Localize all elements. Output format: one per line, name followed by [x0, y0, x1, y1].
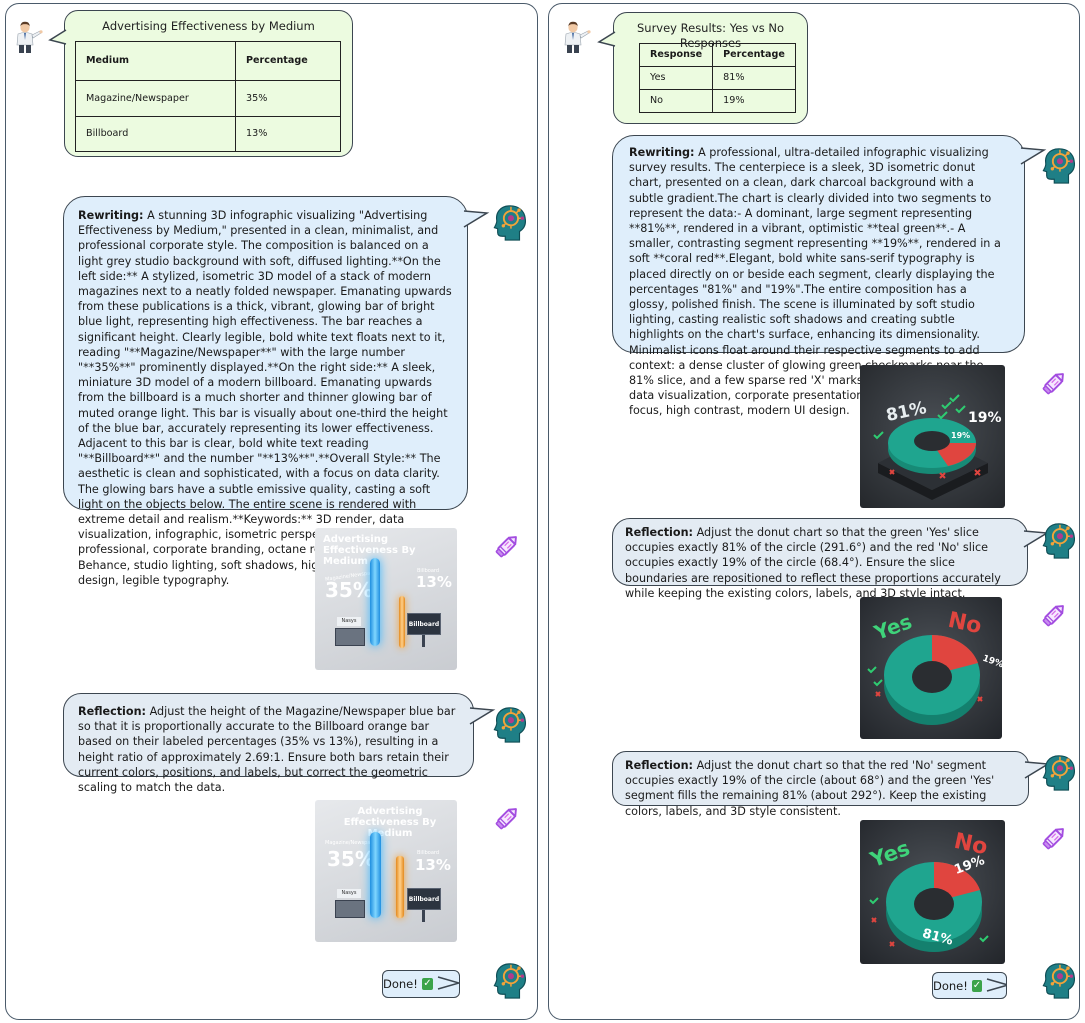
- donut-chart-graphic: [867, 634, 983, 725]
- table-cell: 35%: [235, 80, 341, 117]
- reflection-bubble: Reflection: Adjust the donut chart so th…: [612, 518, 1050, 600]
- magazine-stack: [335, 900, 365, 918]
- billboard-post: [422, 910, 425, 922]
- blue-bar: [370, 832, 381, 918]
- reflection-text: Adjust the height of the Magazine/Newspa…: [78, 705, 456, 795]
- image-label: Magazine/Newspaper: [325, 840, 379, 846]
- pencil-edit-icon: [493, 802, 523, 832]
- image-value: 35%: [325, 578, 373, 602]
- rewriting-text: A professional, ultra-detailed infograph…: [629, 146, 1007, 418]
- ai-brain-head-icon: [1040, 960, 1078, 1000]
- user-avatar-icon: [12, 20, 46, 54]
- done-text: Done!: [383, 977, 418, 991]
- ai-brain-head-icon: [1040, 520, 1078, 560]
- newspaper-label: Nasys: [337, 889, 361, 898]
- bubble-tail: [1020, 147, 1047, 165]
- billboard-sign: Billboard: [407, 613, 441, 635]
- bubble-tail: [463, 210, 490, 228]
- generated-bar-image-1: Advertising Effectiveness By Medium Maga…: [315, 528, 457, 670]
- generated-donut-image-3: Yes No 19% 81%: [860, 820, 1005, 964]
- table-cell: 19%: [712, 89, 796, 113]
- billboard-post: [422, 635, 425, 647]
- pencil-edit-icon: [1040, 367, 1070, 397]
- donut-value-label: 19%: [968, 410, 1002, 426]
- done-text: Done!: [933, 978, 968, 993]
- rewriting-label: Rewriting:: [78, 209, 144, 222]
- bubble-tail: [48, 29, 67, 45]
- reflection-text: Adjust the donut chart so that the green…: [625, 526, 1001, 600]
- table-cell: Magazine/Newspaper: [75, 80, 236, 117]
- image-title: Advertising Effectiveness By Medium: [323, 534, 416, 567]
- image-title: Advertising Effectiveness By Medium: [343, 806, 437, 839]
- magazine-stack: [335, 628, 365, 646]
- table-cell: 13%: [235, 116, 341, 152]
- check-mark-icon: ✓: [971, 979, 982, 992]
- generated-donut-image-2: Yes No 19%: [860, 597, 1002, 739]
- newspaper-label: Nasys: [337, 617, 361, 626]
- rewriting-bubble: Rewriting: A professional, ultra-detaile…: [612, 135, 1047, 417]
- bubble-tail: [469, 707, 496, 725]
- billboard-sign: Billboard: [407, 888, 441, 910]
- table-row: Billboard 13%: [75, 116, 341, 152]
- data-table: Response Percentage Yes 81% No 19%: [638, 43, 796, 113]
- ai-brain-head-icon: [491, 704, 529, 744]
- image-value: 13%: [416, 573, 452, 591]
- bubble-tail: [986, 977, 1006, 992]
- donut-chart-graphic: [869, 861, 989, 952]
- column-header: Percentage: [712, 43, 796, 67]
- reflection-label: Reflection:: [625, 759, 694, 772]
- pencil-edit-icon: [493, 530, 523, 560]
- table-cell: Billboard: [75, 116, 236, 152]
- donut-chart-graphic: [873, 394, 988, 500]
- ai-brain-head-icon: [1040, 145, 1078, 185]
- user-table-bubble: Advertising Effectiveness by Medium Medi…: [48, 10, 353, 157]
- generated-bar-image-2: Advertising Effectiveness By Medium Maga…: [315, 800, 457, 942]
- reflection-bubble: Reflection: Adjust the height of the Mag…: [63, 693, 496, 794]
- rewriting-bubble: Rewriting: A stunning 3D infographic vis…: [63, 196, 490, 587]
- ai-brain-head-icon: [491, 202, 529, 242]
- rewriting-label: Rewriting:: [629, 146, 695, 159]
- data-table: Medium Percentage Magazine/Newspaper 35%…: [75, 41, 341, 152]
- image-label: Billboard: [417, 850, 440, 856]
- table-row: No 19%: [638, 89, 796, 113]
- image-value: 13%: [415, 856, 451, 874]
- donut-value-label: 19%: [951, 431, 971, 440]
- column-header: Percentage: [235, 41, 341, 81]
- reflection-label: Reflection:: [78, 705, 147, 718]
- reflection-label: Reflection:: [625, 526, 694, 539]
- bubble-tail: [597, 31, 616, 47]
- done-bubble: Done! ✓: [382, 970, 460, 998]
- orange-bar: [396, 856, 404, 918]
- ai-brain-head-icon: [1040, 752, 1078, 792]
- pencil-edit-icon: [1040, 822, 1070, 852]
- table-row: Magazine/Newspaper 35%: [75, 80, 341, 117]
- done-bubble: Done! ✓: [932, 972, 1007, 999]
- image-label: Billboard: [417, 568, 440, 574]
- table-cell: No: [638, 89, 714, 113]
- table-cell: Yes: [638, 66, 714, 90]
- reflection-bubble: Reflection: Adjust the donut chart so th…: [612, 751, 1051, 818]
- column-header: Medium: [75, 41, 236, 81]
- blue-bar: [370, 558, 380, 646]
- user-table-bubble: Survey Results: Yes vs No Responses Resp…: [597, 12, 808, 124]
- rewriting-text: A stunning 3D infographic visualizing "A…: [78, 209, 452, 587]
- ai-brain-head-icon: [491, 960, 529, 1000]
- table-cell: 81%: [712, 66, 796, 90]
- column-header: Response: [638, 43, 714, 67]
- check-mark-icon: ✓: [421, 978, 433, 990]
- user-avatar-icon: [560, 20, 594, 54]
- bubble-tail: [437, 976, 459, 990]
- image-value: 35%: [327, 847, 375, 871]
- table-row: Yes 81%: [638, 66, 796, 90]
- generated-donut-image-1: 81% 19% 19%: [860, 365, 1005, 508]
- orange-bar: [399, 596, 405, 648]
- reflection-text: Adjust the donut chart so that the red '…: [625, 759, 995, 818]
- table-title: Advertising Effectiveness by Medium: [102, 19, 315, 33]
- pencil-edit-icon: [1040, 599, 1070, 629]
